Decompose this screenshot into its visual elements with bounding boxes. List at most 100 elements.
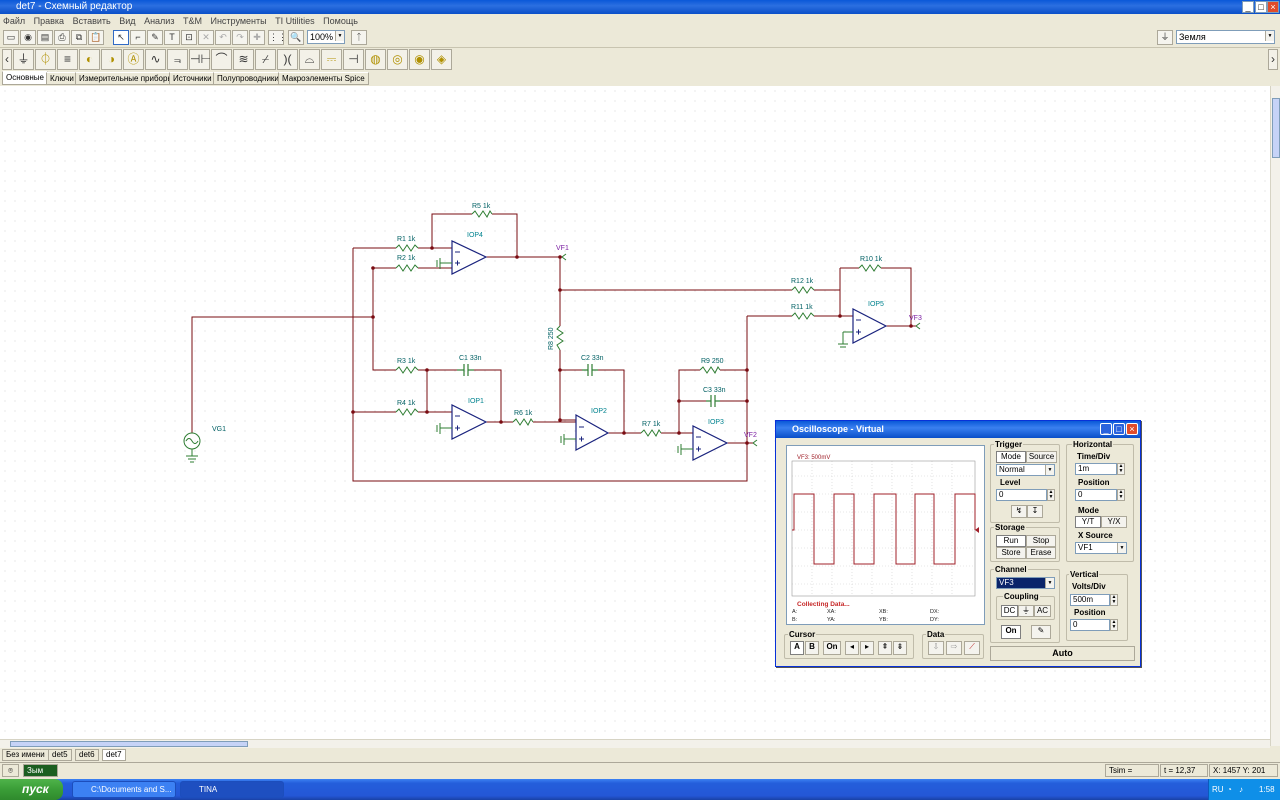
data-diagram-icon[interactable]: ⟋	[964, 641, 980, 655]
h-position-input[interactable]: 0	[1075, 489, 1117, 501]
resistor-component-icon[interactable]: ∿	[145, 49, 166, 70]
save-icon[interactable]: ▤	[37, 30, 53, 45]
cursor-a-button[interactable]: A	[790, 641, 804, 655]
maximize-icon[interactable]: □	[1255, 1, 1267, 13]
horizontal-scrollbar[interactable]	[0, 739, 1270, 748]
battery-component-icon[interactable]: ⏀	[35, 49, 56, 70]
x-source-select[interactable]: VF1▼	[1075, 542, 1127, 554]
ac-button[interactable]: AC	[1034, 605, 1051, 617]
print-icon[interactable]: ⎙	[54, 30, 70, 45]
menu-help[interactable]: Помощь	[323, 16, 358, 26]
current-source-icon[interactable]: ◑	[101, 49, 122, 70]
ammeter-icon[interactable]: Ⓐ	[123, 49, 144, 70]
coupler-icon[interactable]: )(	[277, 49, 298, 70]
status-button[interactable]: Зым	[23, 764, 58, 777]
oscilloscope-title-bar[interactable]: Oscilloscope - Virtual	[776, 421, 1140, 438]
ground-select[interactable]: Земля▼	[1176, 30, 1275, 44]
speaker-icon[interactable]: ◈	[431, 49, 452, 70]
cursor-up-icon[interactable]: ⇞	[878, 641, 892, 655]
cursor-b-button[interactable]: B	[805, 641, 819, 655]
tab-switches[interactable]: Ключи	[46, 72, 78, 85]
task-explorer[interactable]: C:\Documents and S...	[72, 781, 176, 798]
delete-icon[interactable]: ✕	[198, 30, 214, 45]
tab-sources[interactable]: Источники	[169, 72, 216, 85]
scroll-thumb[interactable]	[1272, 98, 1280, 158]
scope-display[interactable]: VF3: 500mV Collecting Data... A: XA: XB:…	[786, 445, 985, 625]
menu-ti-utilities[interactable]: TI Utilities	[275, 16, 315, 26]
start-button[interactable]: пуск	[0, 779, 63, 800]
tab-semiconductors[interactable]: Полупроводники	[213, 72, 283, 85]
tray-icon[interactable]: ◔	[1227, 785, 1232, 794]
redo-icon[interactable]: ↷	[232, 30, 248, 45]
text-icon[interactable]: T	[164, 30, 180, 45]
trigger-mode-button[interactable]: Mode	[996, 451, 1026, 463]
close-icon[interactable]: ×	[1267, 1, 1279, 13]
jumper-icon[interactable]: ⌓	[299, 49, 320, 70]
data-save-icon[interactable]: ⇨	[946, 641, 962, 655]
switch-icon[interactable]: ⌿	[255, 49, 276, 70]
terminal-icon[interactable]: ⊣	[343, 49, 364, 70]
label-icon[interactable]: ⊡	[181, 30, 197, 45]
probe-icon[interactable]: ᛏ	[351, 30, 367, 45]
task-tina[interactable]: TINA	[180, 781, 284, 798]
transformer-icon[interactable]: ≋	[233, 49, 254, 70]
undo-icon[interactable]: ↶	[215, 30, 231, 45]
store-button[interactable]: Store	[996, 547, 1026, 559]
cursor-left-icon[interactable]: ◂	[845, 641, 859, 655]
data-open-icon[interactable]: ⇩	[928, 641, 944, 655]
file-tab-untitled[interactable]: Без имени	[2, 749, 49, 761]
voltmeter-icon[interactable]: ◍	[365, 49, 386, 70]
time-div-input[interactable]: 1m	[1075, 463, 1117, 475]
auto-button[interactable]: Auto	[990, 646, 1135, 661]
trigger-level-input[interactable]: 0	[996, 489, 1047, 501]
move-icon[interactable]: ✚	[249, 30, 265, 45]
pointer-icon[interactable]: ↖	[113, 30, 129, 45]
menu-insert[interactable]: Вставить	[72, 16, 111, 26]
led-icon[interactable]: ⎓	[321, 49, 342, 70]
trigger-source-button[interactable]: Source	[1026, 451, 1057, 463]
run-button[interactable]: Run	[996, 535, 1026, 547]
level-spinner-icon[interactable]: ▲▼	[1047, 489, 1055, 501]
ground-component-icon[interactable]: ⏚	[13, 49, 34, 70]
volts-div-input[interactable]: 500m	[1070, 594, 1110, 606]
lamp-icon[interactable]: ◎	[387, 49, 408, 70]
ground-icon[interactable]: ⏚	[1157, 30, 1173, 45]
scroll-left-icon[interactable]: ‹	[2, 49, 12, 70]
file-tab-det5[interactable]: det5	[48, 749, 72, 761]
open-file-icon[interactable]: ◉	[20, 30, 36, 45]
inductor-icon[interactable]: ⌒	[211, 49, 232, 70]
paste-icon[interactable]: 📋	[88, 30, 104, 45]
tab-meters[interactable]: Измерительные приборы	[75, 72, 178, 85]
menu-analysis[interactable]: Анализ	[144, 16, 175, 26]
stop-button[interactable]: Stop	[1026, 535, 1056, 547]
erase-button[interactable]: Erase	[1026, 547, 1056, 559]
ground-coupling-icon[interactable]: ⏚	[1018, 605, 1034, 617]
file-tab-det6[interactable]: det6	[75, 749, 99, 761]
v-position-input[interactable]: 0	[1070, 619, 1110, 631]
potentiometer-icon[interactable]: ⫬	[167, 49, 188, 70]
trigger-falling-edge-icon[interactable]: ↧	[1027, 505, 1043, 518]
menu-tm[interactable]: T&M	[182, 16, 202, 26]
wire-icon[interactable]: ⌐	[130, 30, 146, 45]
tab-basic[interactable]: Основные	[2, 71, 48, 85]
volts-div-spinner-icon[interactable]: ▲▼	[1110, 594, 1118, 606]
menu-file[interactable]: Файл	[3, 16, 26, 26]
minimize-icon[interactable]: _	[1100, 423, 1112, 435]
vertical-scrollbar[interactable]	[1270, 86, 1280, 746]
menu-view[interactable]: Вид	[119, 16, 136, 26]
minimize-icon[interactable]: _	[1242, 1, 1254, 13]
channel-select[interactable]: VF3▼	[996, 577, 1055, 589]
tab-spice-macros[interactable]: Макроэлементы Spice	[278, 72, 369, 85]
yx-button[interactable]: Y/X	[1101, 516, 1127, 528]
time-div-spinner-icon[interactable]: ▲▼	[1117, 463, 1125, 475]
capacitor-component-icon[interactable]: ⊣⊢	[189, 49, 211, 70]
cursor-right-icon[interactable]: ▸	[860, 641, 874, 655]
close-icon[interactable]: ×	[1126, 423, 1138, 435]
scroll-right-icon[interactable]: ›	[1268, 49, 1278, 70]
camera-icon[interactable]: ⌾	[2, 764, 19, 777]
cursor-down-icon[interactable]: ⇟	[893, 641, 907, 655]
voltage-source-icon[interactable]: ≡	[57, 49, 78, 70]
generator-icon[interactable]: ◐	[79, 49, 100, 70]
grid-icon[interactable]: ⋮⋮	[268, 30, 287, 45]
new-file-icon[interactable]: ▭	[3, 30, 19, 45]
